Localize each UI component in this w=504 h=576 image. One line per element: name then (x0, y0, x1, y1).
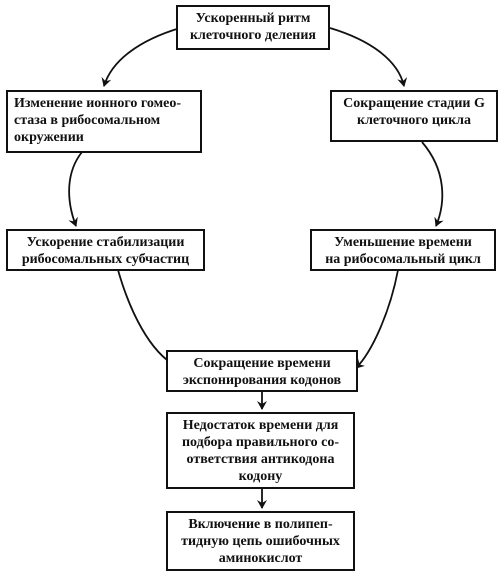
node-line: аминокислот (218, 551, 303, 566)
node-line: Сокращение стадии G (343, 96, 485, 111)
node-line: клеточного деления (189, 28, 316, 43)
node-accelerated-cell-division: Ускоренный ритм клеточного деления (176, 5, 330, 50)
node-line: ответствия антикодона (186, 452, 335, 467)
node-ion-homeostasis-change: Изменение ионного гомео- стаза в рибосом… (6, 90, 202, 153)
node-line: Уменьшение времени (334, 235, 472, 250)
node-line: клеточного цикла (357, 113, 471, 128)
node-line: рибосомальных субчастиц (21, 252, 190, 267)
node-line: экспонирования кодонов (182, 373, 342, 388)
node-ribosomal-cycle-time: Уменьшение времени на рибосомальный цикл (310, 229, 496, 271)
node-line: Ускорение стабилизации (26, 235, 185, 250)
node-line: Изменение ионного гомео- (14, 96, 182, 111)
edge-right2-to-mid1 (355, 269, 399, 369)
node-line: подбора правильного со- (181, 435, 340, 450)
edge-right1-to-right2 (421, 141, 444, 227)
node-g-phase-shortening: Сокращение стадии G клеточного цикла (330, 90, 498, 142)
node-line: кодону (238, 469, 283, 484)
edge-left1-to-left2 (68, 151, 83, 227)
node-line: Сокращение времени (193, 356, 331, 371)
node-anticodon-matching-deficit: Недостаток времени для подбора правильно… (166, 412, 355, 489)
edge-top-to-left1 (101, 27, 181, 87)
node-line: окружении (14, 130, 84, 145)
node-line: стаза в рибосомальном (14, 113, 161, 128)
node-line: Ускоренный ритм (195, 11, 311, 26)
node-line: Недостаток времени для (182, 418, 339, 433)
node-line: на рибосомальный цикл (325, 252, 481, 267)
edge-top-to-right1 (329, 27, 408, 87)
node-codon-exposure-time: Сокращение времени экспонирования кодоно… (166, 350, 358, 392)
node-erroneous-amino-acids: Включение в полипеп- тидную цепь ошибочн… (166, 511, 355, 571)
node-line: тидную цепь ошибочных (181, 534, 340, 549)
node-subunit-stabilization: Ускорение стабилизации рибосомальных суб… (6, 229, 205, 271)
node-line: Включение в полипеп- (188, 517, 333, 532)
